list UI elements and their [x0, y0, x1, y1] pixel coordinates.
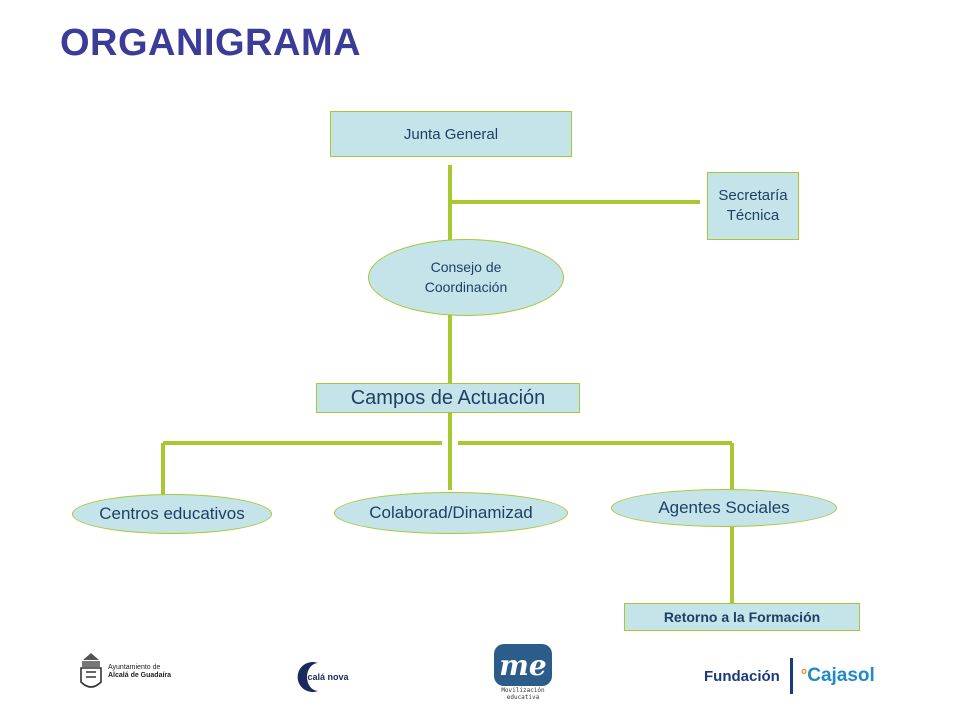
- crescent-icon: [297, 662, 318, 692]
- node-consejo-line2: Coordinación: [424, 278, 508, 295]
- node-centros-label: Centros educativos: [99, 504, 245, 523]
- logo-ayuntamiento: Ayuntamiento de Alcalá de Guadaíra: [78, 650, 171, 694]
- node-agentes-sociales: Agentes Sociales: [611, 489, 837, 527]
- node-consejo-line1: Consejo de: [430, 258, 502, 275]
- node-consejo-coordinacion: Consejo de Coordinación: [368, 239, 564, 316]
- fundacion-text: Fundación: [704, 667, 780, 685]
- node-secretaria-line1: Secretaría: [718, 186, 788, 204]
- alcala-nova-text: alcalá nova: [300, 672, 349, 682]
- node-retorno-formacion: Retorno a la Formación: [624, 603, 860, 631]
- coat-of-arms-icon: [80, 653, 102, 688]
- logo-alcala-nova: alcalá nova: [296, 660, 349, 692]
- node-campos-label: Campos de Actuación: [350, 386, 546, 409]
- node-retorno-label: Retorno a la Formación: [663, 609, 821, 625]
- logo-me: me Movilización educativa: [494, 644, 552, 701]
- ayuntamiento-line2: Alcalá de Guadaíra: [108, 672, 172, 679]
- node-colaborad-label: Colaborad/Dinamizad: [369, 503, 533, 522]
- cajasol-mark-icon: °: [800, 667, 808, 684]
- me-text: me: [499, 648, 547, 682]
- node-secretaria-line2: Técnica: [726, 207, 780, 224]
- node-junta-general: Junta General: [330, 111, 572, 157]
- cajasol-text: Cajasol: [807, 665, 875, 686]
- me-sub2: educativa: [506, 694, 540, 702]
- divider: [789, 658, 793, 694]
- node-centros-educativos: Centros educativos: [72, 494, 272, 534]
- ayuntamiento-line1: Ayuntamiento de: [108, 663, 161, 671]
- node-agentes-label: Agentes Sociales: [658, 498, 790, 517]
- me-sub1: Movilización: [501, 687, 545, 694]
- node-campos-actuacion: Campos de Actuación: [316, 383, 580, 413]
- node-colaborad-dinamizad: Colaborad/Dinamizad: [334, 492, 568, 534]
- footer-logos: Ayuntamiento de Alcalá de Guadaíra alcal…: [0, 640, 960, 710]
- me-badge-icon: me: [494, 644, 552, 686]
- node-secretaria-tecnica: Secretaría Técnica: [707, 172, 799, 240]
- node-junta-label: Junta General: [403, 125, 499, 143]
- page-title: ORGANIGRAMA: [60, 22, 362, 64]
- logo-fundacion-cajasol: Fundación ° Cajasol: [704, 658, 875, 694]
